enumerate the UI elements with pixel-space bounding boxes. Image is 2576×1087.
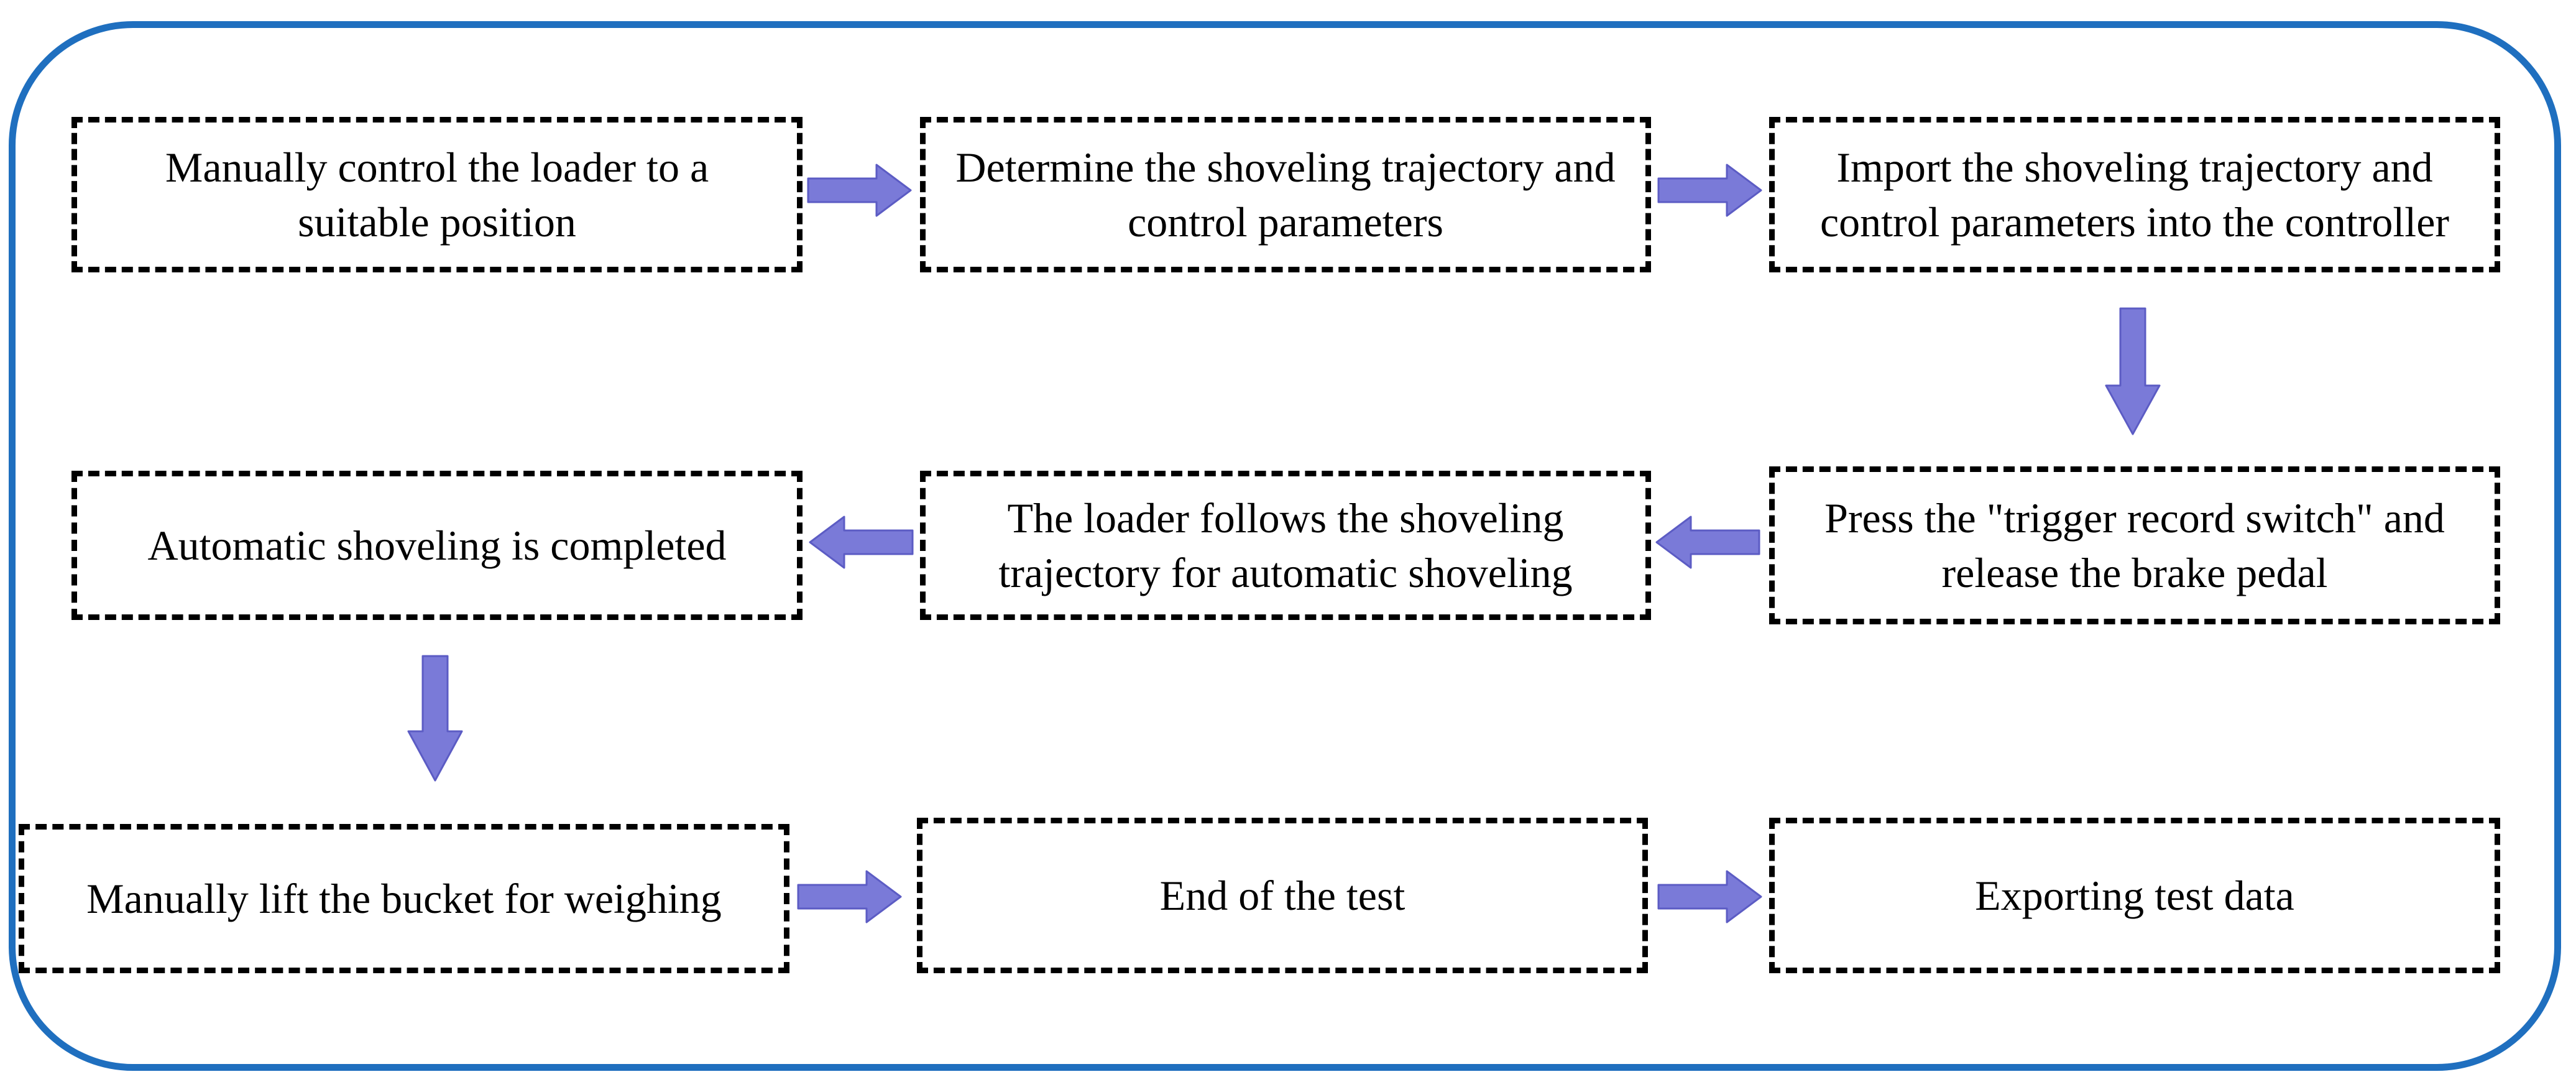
step-label: Press the "trigger record switch" and re… — [1824, 494, 2445, 596]
step-label: Exporting test data — [1975, 871, 2294, 919]
arrow-right-icon — [797, 870, 902, 923]
step-label: Manually control the loader to a suitabl… — [165, 143, 709, 246]
arrow-left-icon — [809, 516, 914, 569]
step-end-of-test: End of the test — [917, 818, 1648, 973]
step-manual-positioning: Manually control the loader to a suitabl… — [71, 117, 803, 272]
step-determine-trajectory: Determine the shoveling trajectory and c… — [920, 117, 1651, 272]
step-automatic-shoveling: The loader follows the shoveling traject… — [920, 471, 1651, 620]
arrow-down-icon — [2105, 307, 2161, 435]
arrow-right-icon — [1657, 870, 1762, 923]
step-label: Determine the shoveling trajectory and c… — [955, 143, 1616, 246]
step-export-data: Exporting test data — [1769, 818, 2500, 973]
step-label: Automatic shoveling is completed — [147, 521, 727, 569]
step-trigger-record: Press the "trigger record switch" and re… — [1769, 466, 2500, 624]
diagram-frame — [9, 21, 2561, 1071]
arrow-right-icon — [1657, 164, 1762, 217]
step-label: End of the test — [1159, 871, 1405, 919]
arrow-left-icon — [1655, 516, 1760, 569]
arrow-down-icon — [407, 655, 463, 782]
step-label: Import the shoveling trajectory and cont… — [1819, 143, 2450, 246]
step-lift-bucket: Manually lift the bucket for weighing — [19, 824, 789, 973]
step-label: Manually lift the bucket for weighing — [86, 874, 722, 922]
step-shoveling-completed: Automatic shoveling is completed — [71, 471, 803, 620]
step-import-parameters: Import the shoveling trajectory and cont… — [1769, 117, 2500, 272]
step-label: The loader follows the shoveling traject… — [998, 494, 1573, 596]
arrow-right-icon — [807, 164, 912, 217]
